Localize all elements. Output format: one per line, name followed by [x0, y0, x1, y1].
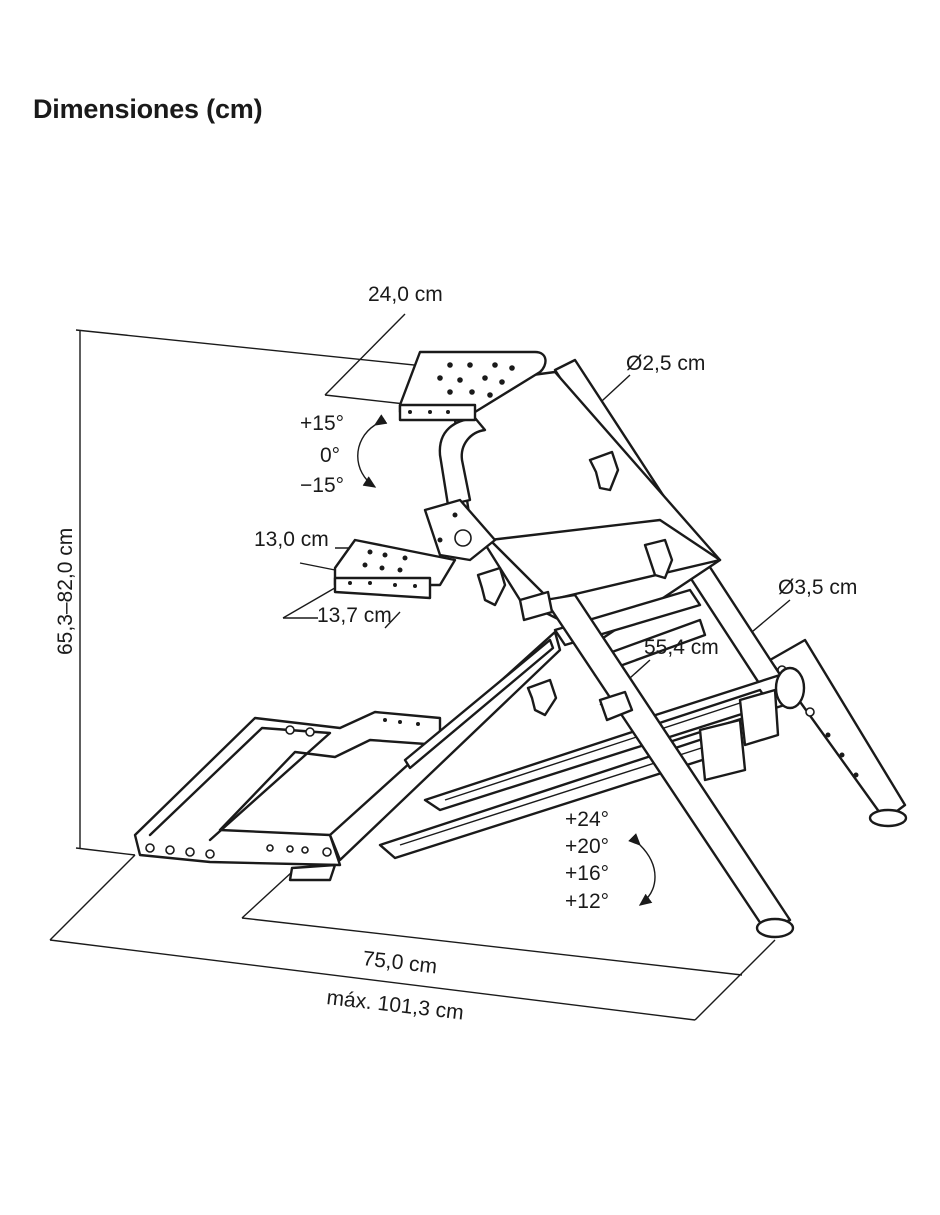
plate-tilt-label-mid: 0°	[320, 444, 340, 467]
pedal-plate-width-label: 13,7 cm	[317, 604, 392, 627]
width-depth-label: 55,4 cm	[644, 636, 719, 659]
pedal-tilt-label-4: +12°	[565, 890, 609, 913]
pedal-tilt-label-2: +20°	[565, 835, 609, 858]
pedal-tilt-label-3: +16°	[565, 862, 609, 885]
pedal-plate-depth-label: 13,0 cm	[254, 528, 329, 551]
page-title: Dimensiones (cm)	[33, 94, 263, 124]
top-plate-holes	[408, 362, 515, 414]
base-length-label: 75,0 cm	[361, 947, 438, 978]
dimension-lines	[49, 313, 791, 1021]
wheel-stand-illustration	[133, 350, 908, 939]
pedal-tilt-label-1: +24°	[565, 808, 609, 831]
plate-tilt-label-bottom: −15°	[300, 474, 344, 497]
tube-large-diameter-label: Ø3,5 cm	[778, 576, 857, 599]
max-length-label: máx. 101,3 cm	[325, 986, 464, 1024]
plate-tilt-label-top: +15°	[300, 412, 344, 435]
plate-width-label: 24,0 cm	[368, 283, 443, 306]
height-range-label: 65,3–82,0 cm	[54, 528, 77, 655]
tube-small-diameter-label: Ø2,5 cm	[626, 352, 705, 375]
tray-holes	[145, 718, 420, 859]
mid-plate-holes	[348, 549, 417, 588]
